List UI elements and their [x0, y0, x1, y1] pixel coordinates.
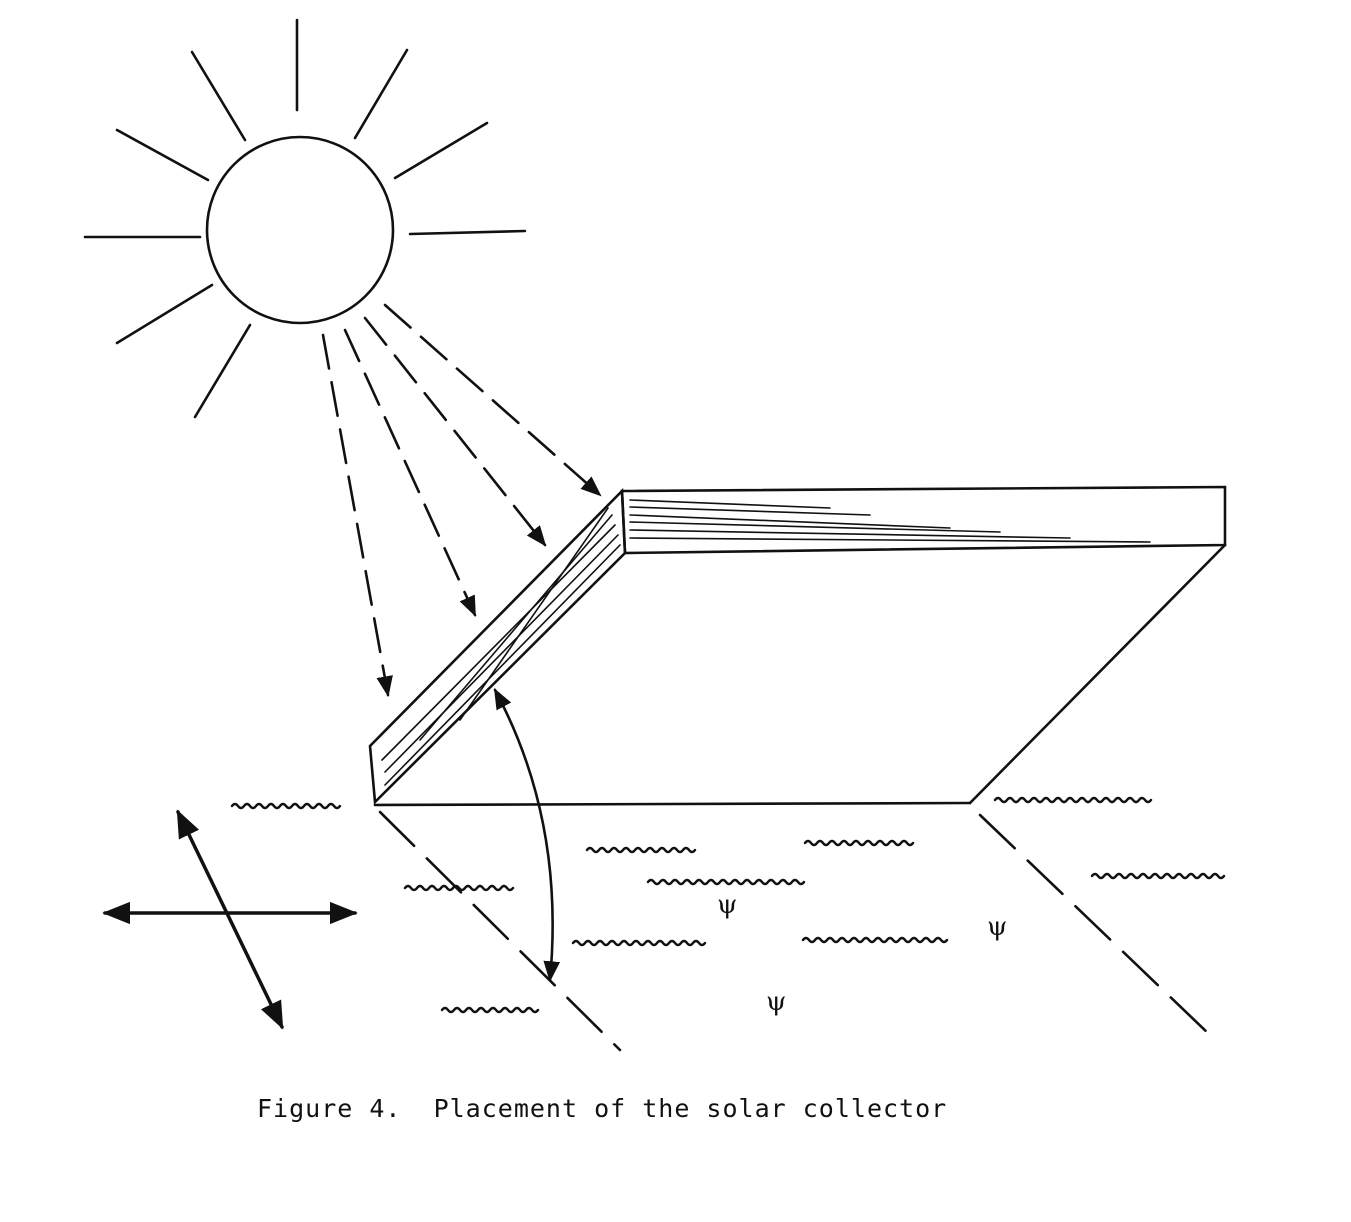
solar-collector: [368, 485, 1227, 807]
tilt-angle-arc: [493, 688, 561, 983]
wavy-line: [230, 802, 342, 810]
sunlight-arrows: [321, 303, 602, 698]
wavy-line: [646, 878, 806, 886]
wavy-line: [803, 839, 915, 847]
figure-caption: Figure 4. Placement of the solar collect…: [257, 1094, 948, 1123]
wavy-line: [585, 846, 697, 854]
ground-wavy-lines: [230, 796, 1226, 1014]
wavy-line: [403, 884, 515, 892]
plant-icon: ψ: [987, 912, 1008, 942]
plant-icon: ψ: [766, 987, 787, 1017]
wavy-line: [1090, 872, 1226, 880]
diagonal-direction-arrow: [176, 809, 284, 1030]
wavy-line: [801, 936, 949, 944]
ground-lines: [378, 810, 1212, 1052]
wavy-line: [571, 939, 707, 947]
sun-icon: [83, 18, 527, 419]
plant-icon: ψ: [717, 890, 738, 920]
wavy-line: [440, 1006, 540, 1014]
wavy-line: [993, 796, 1153, 804]
